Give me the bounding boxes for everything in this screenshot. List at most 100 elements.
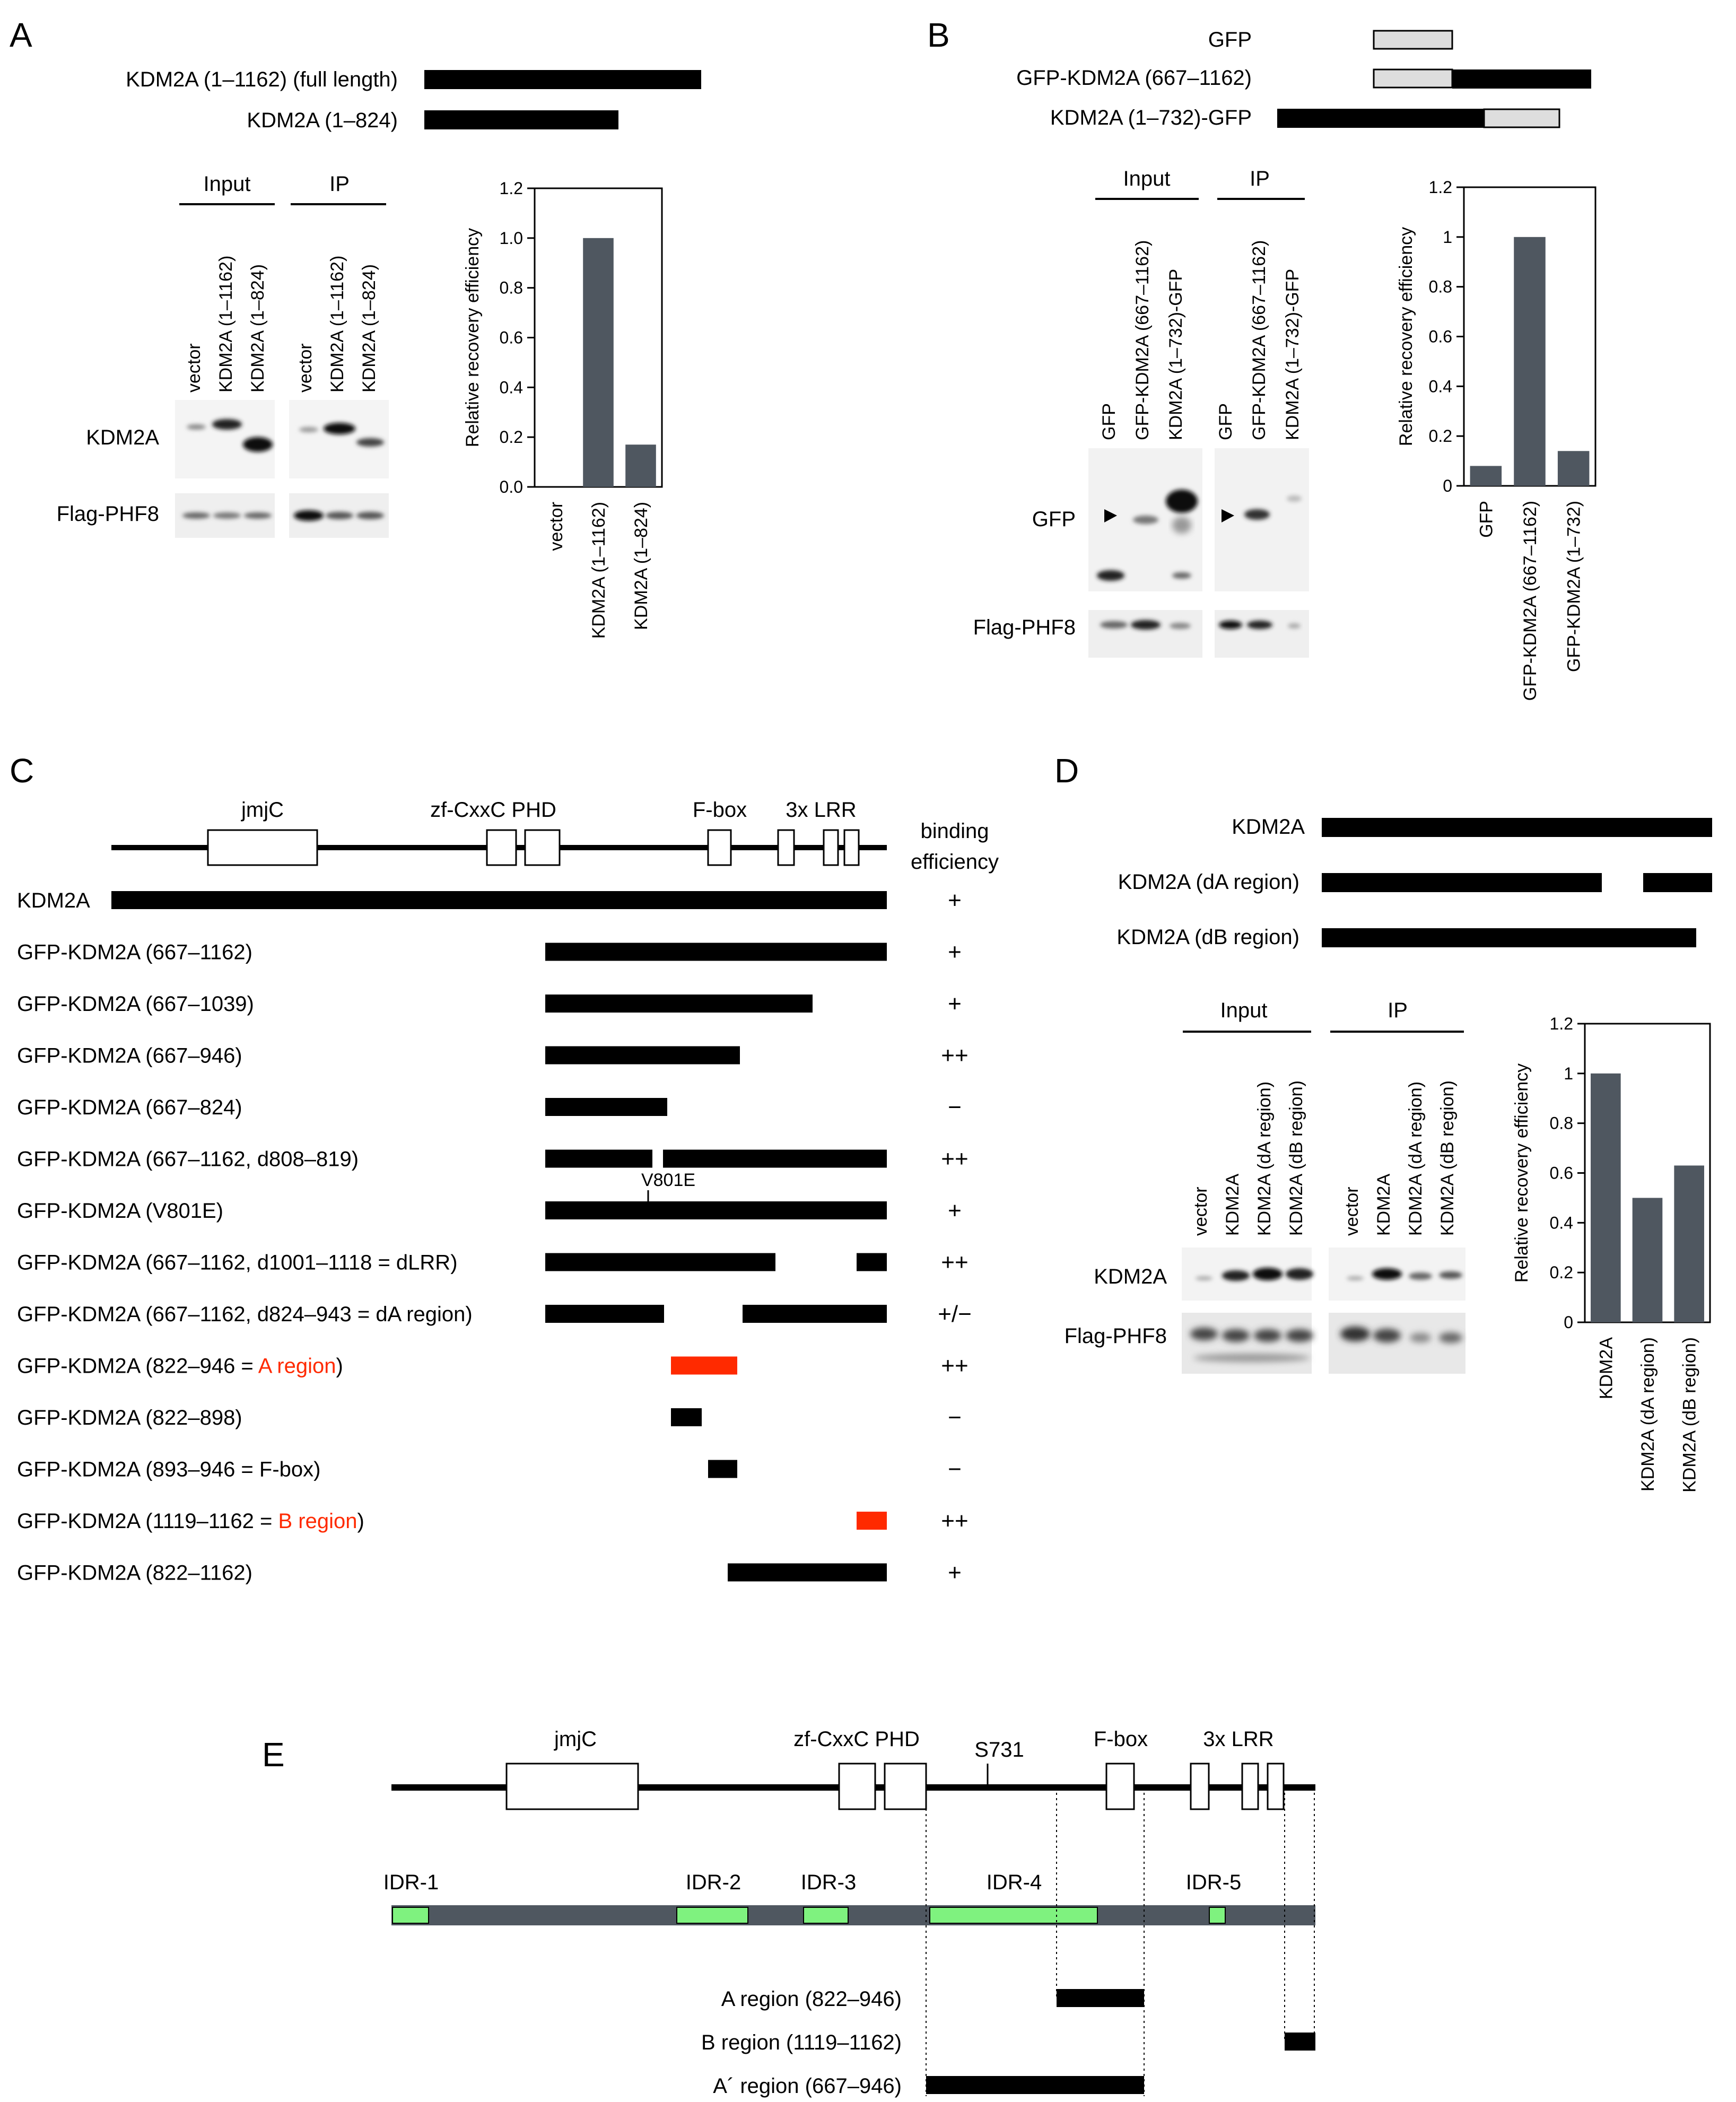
panel-letter: B bbox=[927, 16, 950, 54]
western-blot-gfp-input bbox=[1088, 448, 1202, 591]
western-blot-kdm2a-input bbox=[1182, 1248, 1313, 1301]
zf-cxxc-domain bbox=[486, 829, 517, 866]
construct-bar bbox=[1452, 69, 1591, 89]
y-tick-label: 0.4 bbox=[1550, 1213, 1573, 1232]
x-category-label: KDM2A (1–1162) bbox=[589, 502, 609, 639]
lane-label: KDM2A (1–732)-GFP bbox=[1283, 269, 1303, 440]
x-category-label: GFP-KDM2A (667–1162) bbox=[1520, 501, 1540, 701]
y-tick-label: 0.4 bbox=[1429, 377, 1452, 396]
input-header: Input bbox=[1220, 999, 1268, 1022]
binding-efficiency: + bbox=[948, 887, 962, 913]
lrr-domain bbox=[1190, 1763, 1210, 1810]
lrr-domain bbox=[777, 829, 795, 866]
lane-label: KDM2A bbox=[1223, 1174, 1243, 1236]
region-label: A´ region (667–946) bbox=[713, 2074, 902, 2098]
construct-bar bbox=[545, 1149, 652, 1168]
construct-label: GFP-KDM2A (667–1162, d1001–1118 = dLRR) bbox=[17, 1251, 458, 1275]
region-label: B region (1119–1162) bbox=[701, 2031, 902, 2054]
lane-label: KDM2A (1–732)-GFP bbox=[1166, 269, 1186, 440]
construct-label: GFP-KDM2A (893–946 = F-box) bbox=[17, 1458, 320, 1481]
idr-segment bbox=[929, 1907, 1098, 1924]
region-label: A region (822–946) bbox=[721, 1987, 902, 2011]
domain-label: jmjC bbox=[554, 1728, 597, 1751]
x-category-label: GFP bbox=[1476, 501, 1496, 538]
idr-label: IDR-5 bbox=[1186, 1871, 1241, 1894]
domain-label: F-box bbox=[1094, 1728, 1148, 1751]
western-blot-phf8-input bbox=[175, 493, 275, 538]
f-box-domain bbox=[707, 829, 732, 866]
construct-bar bbox=[111, 891, 887, 909]
y-tick-label: 1 bbox=[1564, 1064, 1573, 1083]
efficiency-header: binding bbox=[920, 819, 989, 843]
gfp-box bbox=[1373, 68, 1453, 89]
construct-bar bbox=[708, 1460, 737, 1478]
f-box-domain bbox=[1105, 1763, 1135, 1810]
panel-b: B GFP GFP-KDM2A (667–1162) KDM2A (1–732)… bbox=[927, 16, 1597, 701]
y-tick-label: 0.2 bbox=[500, 428, 523, 447]
b-region-bar bbox=[1285, 2033, 1315, 2051]
jmjc-domain bbox=[207, 829, 318, 866]
domain-label: 3x LRR bbox=[1203, 1728, 1273, 1751]
binding-efficiency: ++ bbox=[941, 1353, 968, 1379]
construct-bar bbox=[545, 1253, 775, 1271]
domain-label: zf-CxxC PHD bbox=[793, 1728, 920, 1751]
lane-label: KDM2A (dA region) bbox=[1254, 1081, 1275, 1236]
x-category-label: KDM2A (dB region) bbox=[1680, 1337, 1700, 1493]
panel-d: D KDM2A KDM2A (dA region) KDM2A (dB regi… bbox=[1054, 752, 1712, 1493]
binding-efficiency: + bbox=[948, 939, 962, 965]
bar bbox=[1632, 1198, 1663, 1322]
lane-label: vector bbox=[1342, 1187, 1362, 1236]
construct-label: KDM2A bbox=[17, 889, 90, 912]
x-category-label: KDM2A bbox=[1596, 1337, 1616, 1399]
western-blot-kdm2a-ip bbox=[1329, 1248, 1465, 1301]
domain-label: 3x LRR bbox=[786, 798, 856, 822]
idr-track bbox=[391, 1905, 1315, 1925]
western-blot-gfp-ip bbox=[1215, 448, 1309, 591]
y-tick-label: 1 bbox=[1443, 228, 1452, 247]
construct-bar bbox=[545, 943, 887, 961]
gfp-box bbox=[1373, 30, 1453, 50]
lrr-domain bbox=[1241, 1763, 1259, 1810]
construct-label: GFP-KDM2A (1119–1162 = B region) bbox=[17, 1510, 364, 1533]
construct-label: GFP-KDM2A (667–1162, d808–819) bbox=[17, 1148, 359, 1171]
highlighted-region-bar bbox=[671, 1356, 737, 1375]
phd-domain bbox=[884, 1763, 927, 1810]
construct-label: GFP-KDM2A (667–1162) bbox=[1016, 66, 1252, 90]
construct-bar bbox=[424, 110, 618, 129]
construct-label: GFP-KDM2A (667–1039) bbox=[17, 992, 254, 1016]
blot-row-label: GFP bbox=[1032, 508, 1076, 531]
idr-label: IDR-1 bbox=[383, 1871, 439, 1894]
idr-segment bbox=[1209, 1907, 1226, 1924]
construct-label: GFP-KDM2A (822–898) bbox=[17, 1406, 242, 1429]
lane-label: vector bbox=[1191, 1187, 1211, 1236]
ip-header: IP bbox=[329, 172, 350, 196]
panel-letter: C bbox=[10, 752, 34, 790]
y-tick-label: 0.2 bbox=[1429, 426, 1452, 446]
y-tick-label: 0 bbox=[1564, 1313, 1573, 1332]
panel-letter: D bbox=[1054, 752, 1079, 790]
western-blot-phf8-input bbox=[1182, 1313, 1313, 1374]
lane-label: KDM2A (1–1162) bbox=[327, 256, 347, 393]
y-tick-label: 1.0 bbox=[500, 229, 523, 248]
domain-label: F-box bbox=[693, 798, 747, 822]
y-tick-label: 0.6 bbox=[500, 328, 523, 347]
lane-label: KDM2A bbox=[1374, 1174, 1394, 1236]
idr-label: IDR-4 bbox=[987, 1871, 1042, 1894]
binding-efficiency: ++ bbox=[941, 1043, 968, 1069]
binding-efficiency: + bbox=[948, 1198, 962, 1224]
construct-label: KDM2A (1–824) bbox=[247, 109, 398, 132]
construct-bar bbox=[1277, 109, 1484, 128]
y-axis-label: Relative recovery efficiency bbox=[1396, 227, 1416, 446]
y-tick-label: 1.2 bbox=[1550, 1014, 1573, 1033]
arrowhead-icon bbox=[1104, 509, 1117, 522]
lane-label: vector bbox=[184, 343, 204, 393]
x-category-label: GFP-KDM2A (1–732) bbox=[1564, 501, 1584, 672]
lane-label: KDM2A (1–1162) bbox=[216, 256, 236, 393]
lane-label: GFP-KDM2A (667–1162) bbox=[1132, 240, 1153, 440]
construct-bar bbox=[671, 1408, 702, 1426]
binding-efficiency: ++ bbox=[941, 1146, 968, 1172]
blot-row-label: Flag-PHF8 bbox=[57, 502, 159, 526]
x-category-label: KDM2A (dA region) bbox=[1638, 1337, 1658, 1492]
binding-efficiency: + bbox=[948, 1560, 962, 1586]
